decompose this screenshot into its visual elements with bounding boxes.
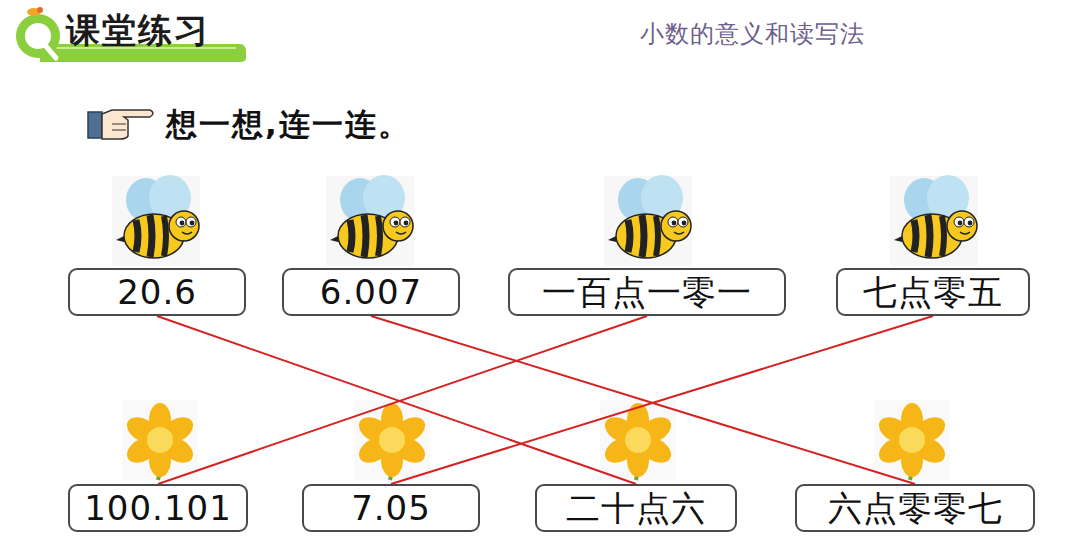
header-badge [16, 7, 246, 62]
flower-icon [122, 400, 198, 480]
box-text: 100.101 [84, 491, 232, 525]
instruction-text: 想一想,连一连。 [166, 104, 411, 146]
bee-icon [890, 175, 978, 266]
box-text: 7.05 [351, 491, 431, 525]
answer-box: 6.007 [282, 268, 460, 316]
box-text: 七点零五 [863, 275, 1003, 309]
flower-icon [874, 400, 950, 480]
match-line [391, 316, 933, 484]
answer-box: 七点零五 [836, 268, 1030, 316]
answer-box: 20.6 [68, 268, 246, 316]
match-line [371, 316, 915, 484]
answer-box: 7.05 [302, 484, 480, 532]
answer-box: 一百点一零一 [508, 268, 786, 316]
bee-icon [604, 175, 692, 266]
slide-title: 课堂练习 [66, 8, 210, 54]
bee-icon [112, 175, 200, 266]
answer-box: 六点零零七 [795, 484, 1035, 532]
box-text: 20.6 [117, 275, 197, 309]
section-title: 小数的意义和读写法 [640, 18, 865, 50]
box-text: 二十点六 [566, 491, 706, 525]
answer-box: 二十点六 [535, 484, 737, 532]
flower-icon [600, 400, 676, 480]
answer-box: 100.101 [68, 484, 248, 532]
box-text: 六点零零七 [828, 491, 1003, 525]
box-text: 一百点一零一 [542, 275, 752, 309]
bee-icon [326, 175, 414, 266]
match-line [158, 316, 647, 484]
pointing-hand [88, 110, 153, 139]
box-text: 6.007 [320, 275, 422, 309]
